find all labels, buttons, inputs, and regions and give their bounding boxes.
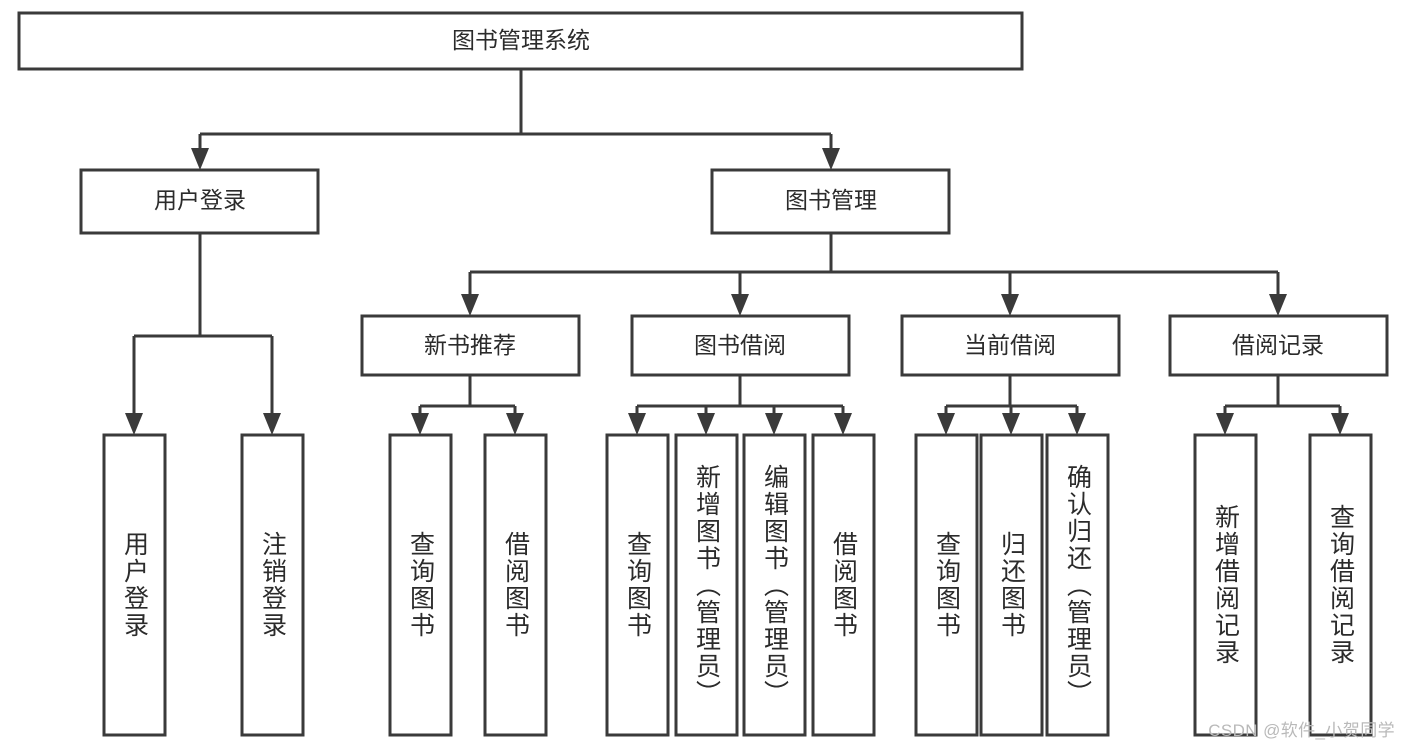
node-user-login[interactable]: 用户登录 (79, 168, 320, 235)
arrow-icon (1216, 413, 1234, 435)
leaf-box-book-borrow-0[interactable] (605, 433, 670, 737)
leaf-boxes-book-borrow (605, 433, 876, 737)
leaf-box-user-login-1[interactable] (240, 433, 305, 737)
node-current-borrow[interactable]: 当前借阅 (900, 314, 1121, 377)
node-new-book-recommend-box (360, 314, 581, 377)
leaf-box-current-borrow-1[interactable] (979, 433, 1044, 737)
node-root-label: 图书管理系统 (452, 27, 590, 53)
arrow-icon (506, 413, 524, 435)
arrow-icon (731, 294, 749, 316)
connector-newbook-to-leaves (411, 375, 524, 435)
arrow-icon (765, 413, 783, 435)
arrow-icon (263, 413, 281, 435)
arrow-icon (822, 148, 840, 170)
leaf-box-book-borrow-1[interactable] (674, 433, 739, 737)
leaf-box-current-borrow-2[interactable] (1045, 433, 1110, 737)
leaf-box-current-borrow-0[interactable] (914, 433, 979, 737)
leaf-boxes-current-borrow (914, 433, 1110, 737)
node-book-borrow[interactable]: 图书借阅 (630, 314, 851, 377)
connector-bookmgmt-to-level3 (461, 233, 1287, 316)
arrow-icon (1331, 413, 1349, 435)
arrow-icon (834, 413, 852, 435)
node-current-borrow-label: 当前借阅 (964, 332, 1056, 358)
leaf-boxes-user-login (102, 433, 305, 737)
arrow-icon (461, 294, 479, 316)
arrow-icon (191, 148, 209, 170)
arrow-icon (411, 413, 429, 435)
node-borrow-record-box (1168, 314, 1389, 377)
leaf-box-borrow-record-1[interactable] (1308, 433, 1373, 737)
arrow-icon (628, 413, 646, 435)
leaf-box-new-book-0[interactable] (388, 433, 453, 737)
arrow-icon (125, 413, 143, 435)
node-book-borrow-label: 图书借阅 (694, 332, 786, 358)
leaf-box-new-book-1[interactable] (483, 433, 548, 737)
arrow-icon (697, 413, 715, 435)
node-borrow-record[interactable]: 借阅记录 (1168, 314, 1389, 377)
node-book-borrow-box (630, 314, 851, 377)
node-book-management[interactable]: 图书管理 (710, 168, 951, 235)
connector-borrowrecord-to-leaves (1216, 375, 1349, 435)
node-book-management-box (710, 168, 951, 235)
node-new-book-recommend[interactable]: 新书推荐 (360, 314, 581, 377)
leaf-boxes-new-book-recommend (388, 433, 548, 737)
connector-root-to-level2 (191, 69, 840, 170)
node-borrow-record-label: 借阅记录 (1232, 332, 1324, 358)
arrow-icon (1001, 294, 1019, 316)
connector-bookborrow-to-leaves (628, 375, 852, 435)
arrow-icon (937, 413, 955, 435)
node-user-login-box (79, 168, 320, 235)
arrow-icon (1269, 294, 1287, 316)
arrow-icon (1002, 413, 1020, 435)
node-book-management-label: 图书管理 (785, 187, 877, 213)
node-root-box (17, 11, 1024, 71)
leaf-box-user-login-0[interactable] (102, 433, 167, 737)
connector-currentborrow-to-leaves (937, 375, 1086, 435)
node-root-system[interactable]: 图书管理系统 (17, 11, 1024, 71)
arrow-icon (1068, 413, 1086, 435)
leaf-box-borrow-record-0[interactable] (1193, 433, 1258, 737)
connector-userlogin-to-leaves (125, 234, 281, 435)
leaf-boxes-borrow-record (1193, 433, 1373, 737)
node-current-borrow-box (900, 314, 1121, 377)
node-user-login-label: 用户登录 (154, 187, 246, 213)
leaf-box-book-borrow-2[interactable] (742, 433, 807, 737)
node-new-book-recommend-label: 新书推荐 (424, 332, 516, 358)
leaf-box-book-borrow-3[interactable] (811, 433, 876, 737)
